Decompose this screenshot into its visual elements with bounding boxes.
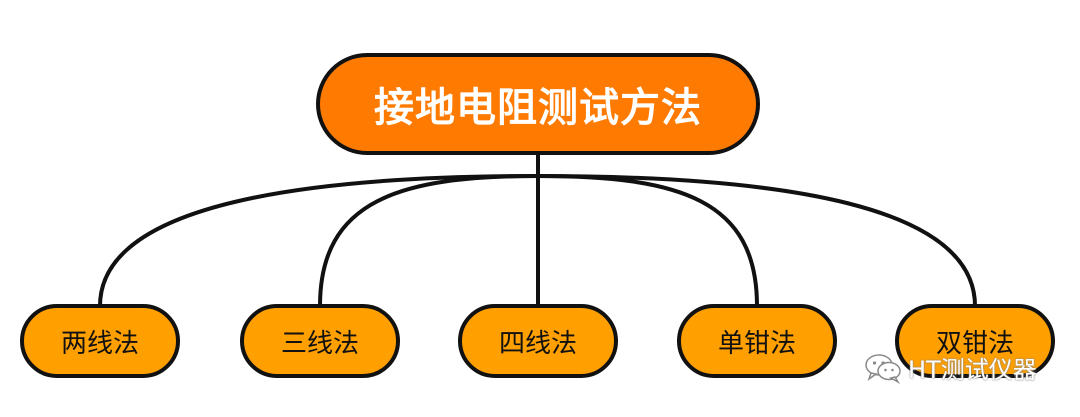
watermark-text: HT测试仪器 [908, 356, 1037, 384]
child-node-double-clamp: 双钳法 [895, 304, 1055, 378]
child-label: 双钳法 [935, 328, 1014, 359]
connector-to-三线法 [318, 174, 540, 308]
connector-to-双钳法 [536, 174, 977, 308]
watermark: HT测试仪器 [864, 350, 1037, 385]
child-node-two-wire: 两线法 [20, 304, 180, 378]
child-node-four-wire: 四线法 [458, 304, 618, 378]
root-node: 接地电阻测试方法 [316, 53, 760, 155]
child-label: 两线法 [60, 328, 139, 359]
connector-to-单钳法 [536, 174, 759, 308]
child-label: 单钳法 [717, 328, 796, 359]
wechat-icon [865, 353, 901, 384]
child-node-single-clamp: 单钳法 [677, 304, 837, 378]
child-label: 四线法 [498, 328, 577, 359]
child-label: 三线法 [280, 328, 359, 359]
connector-to-两线法 [98, 174, 540, 308]
root-label: 接地电阻测试方法 [374, 85, 702, 131]
child-node-three-wire: 三线法 [240, 304, 400, 378]
